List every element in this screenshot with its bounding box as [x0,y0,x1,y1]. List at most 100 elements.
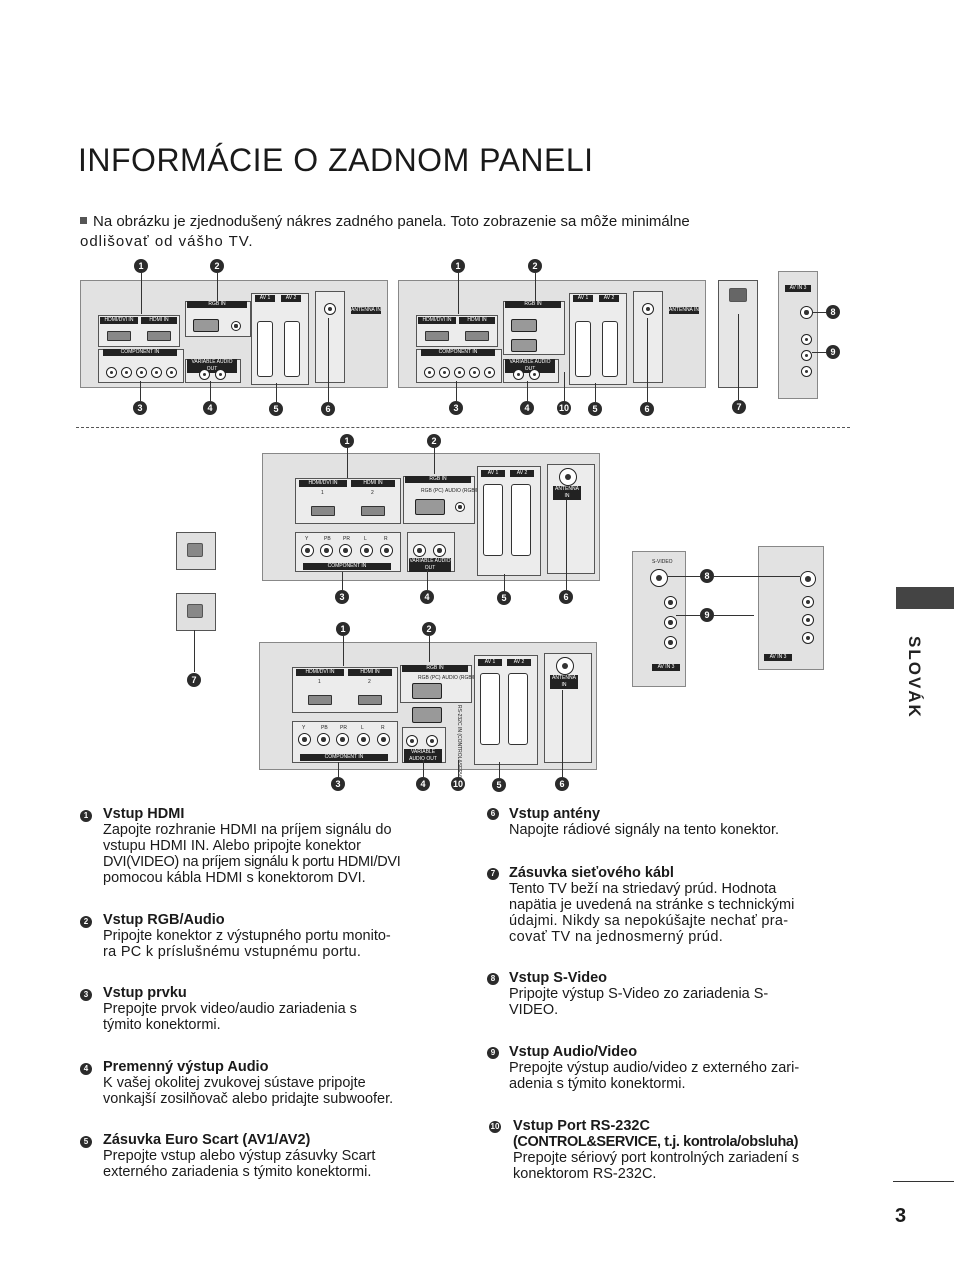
component-l-jack [360,544,373,557]
desc-line: Napojte rádiové signály na tento konekto… [509,822,780,838]
desc-line: VIDEO. [509,1002,559,1018]
scart-av1 [575,321,591,377]
desc-line: údajmi. Nikdy sa nepokúšajte nechať pra- [509,913,789,929]
desc-line: vonkajší zosilňovač alebo pridajte subwo… [103,1091,394,1107]
hdmi-port-2 [147,331,171,341]
var-audio-l-jack [199,369,210,380]
desc-title: Vstup RGB/Audio [103,912,225,928]
leader-line [595,383,596,402]
vga-port [193,319,219,332]
scart-av2 [602,321,618,377]
hdmi-dvi-label: HDMI/DVI IN [100,317,138,324]
var-audio-r-jack [215,369,226,380]
leader-line [738,314,739,400]
component-pr-jack [136,367,147,378]
desc-title: Zásuvka sieťového kábl [509,865,674,881]
var-audio-l-jack [406,735,418,747]
leader-line [141,273,142,314]
pb-label: PB [324,536,331,542]
callout-2: 2 [528,259,542,273]
var-audio-r-jack [433,544,446,557]
callout-5: 5 [497,591,511,605]
s-video-jack [800,571,816,587]
component-y-jack [301,544,314,557]
hdmi-port-1 [308,695,332,705]
pr-label: PR [340,725,347,731]
hdmi-label: HDMI IN [351,480,395,487]
vga-port [511,319,537,332]
leader-line [647,318,648,402]
desc-svideo: Vstup S-Video Pripojte výstup S-Video zo… [509,970,859,1018]
desc-7-number: 7 [487,868,499,880]
leader-line [566,500,567,590]
leader-line [504,574,505,591]
callout-5: 5 [269,402,283,416]
callout-10: 10 [557,401,571,415]
callout-5: 5 [588,402,602,416]
var-audio-label: VARIABLE AUDIO OUT [404,749,442,763]
y-label: Y [305,536,309,542]
component-label: COMPONENT IN [421,349,495,356]
desc-2-number: 2 [80,916,92,928]
desc-title: Premenný výstup Audio [103,1059,269,1075]
hdmi-dvi-label: HDMI/DVI IN [418,317,456,324]
rear-panel-a: HDMI/DVI IN HDMI IN RGB IN COMPONENT IN … [80,280,388,388]
var-audio-l-jack [513,369,524,380]
component-l-jack [357,733,370,746]
leader-line [276,383,277,402]
rs232c-port [412,707,442,723]
desc-variable-audio: Premenný výstup Audio K vašej okolitej z… [103,1059,453,1107]
callout-1: 1 [451,259,465,273]
rear-panel-b: HDMI/DVI IN HDMI IN RGB IN COMPONENT IN … [398,280,706,388]
desc-title: Zásuvka Euro Scart (AV1/AV2) [103,1132,311,1148]
leader-line [458,760,459,777]
rgb-in-label: RGB IN [505,301,561,308]
hdmi-1-number: 1 [321,490,324,496]
var-audio-label: VARIABLE AUDIO OUT [187,359,237,373]
rear-panel-c: HDMI/DVI IN HDMI IN 1 2 RGB IN RGB (PC) … [262,453,600,581]
component-y-jack [298,733,311,746]
callout-2: 2 [427,434,441,448]
rgb-in-label: RGB IN [402,665,468,672]
callout-3: 3 [133,401,147,415]
component-r-jack [377,733,390,746]
desc-line: Pripojte výstup S-Video zo zariadenia S- [509,986,769,1002]
side-av-panel-a [778,271,818,399]
callout-1: 1 [134,259,148,273]
pb-label: PB [321,725,328,731]
audio-rgb-jack [455,502,465,512]
desc-line: napätia je uvedená na stránke s technick… [509,897,795,913]
rgb-in-label: RGB IN [405,476,471,483]
rgb-pc-label: RGB (PC) [421,488,444,494]
callout-2: 2 [422,622,436,636]
l-label: L [361,725,364,731]
desc-6-number: 6 [487,808,499,820]
leader-line [194,630,195,672]
vga-port [415,499,445,515]
component-r-jack [166,367,177,378]
var-audio-label: VARIABLE AUDIO OUT [409,558,451,572]
leader-line [714,615,754,616]
component-y-jack [106,367,117,378]
av-in3-label: AV IN 3 [785,285,811,292]
component-label: COMPONENT IN [103,349,177,356]
callout-7: 7 [187,673,201,687]
antenna-jack [559,468,577,486]
desc-title: Vstup HDMI [103,806,185,822]
callout-8: 8 [700,569,714,583]
desc-title: Vstup Audio/Video [509,1044,638,1060]
av2-label: AV 2 [510,470,534,477]
video-jack [664,596,677,609]
callout-3: 3 [331,777,345,791]
component-l-jack [151,367,162,378]
page-rule [893,1181,954,1182]
leader-line [427,570,428,590]
hdmi-2-number: 2 [368,679,371,685]
leader-line [347,448,348,478]
leader-line [564,372,565,401]
hdmi-2-number: 2 [371,490,374,496]
desc-4-number: 4 [80,1063,92,1075]
rear-panel-d: HDMI/DVI IN HDMI IN 1 2 RGB IN RGB (PC) … [259,642,597,786]
leader-line [328,318,329,402]
component-pr-jack [454,367,465,378]
